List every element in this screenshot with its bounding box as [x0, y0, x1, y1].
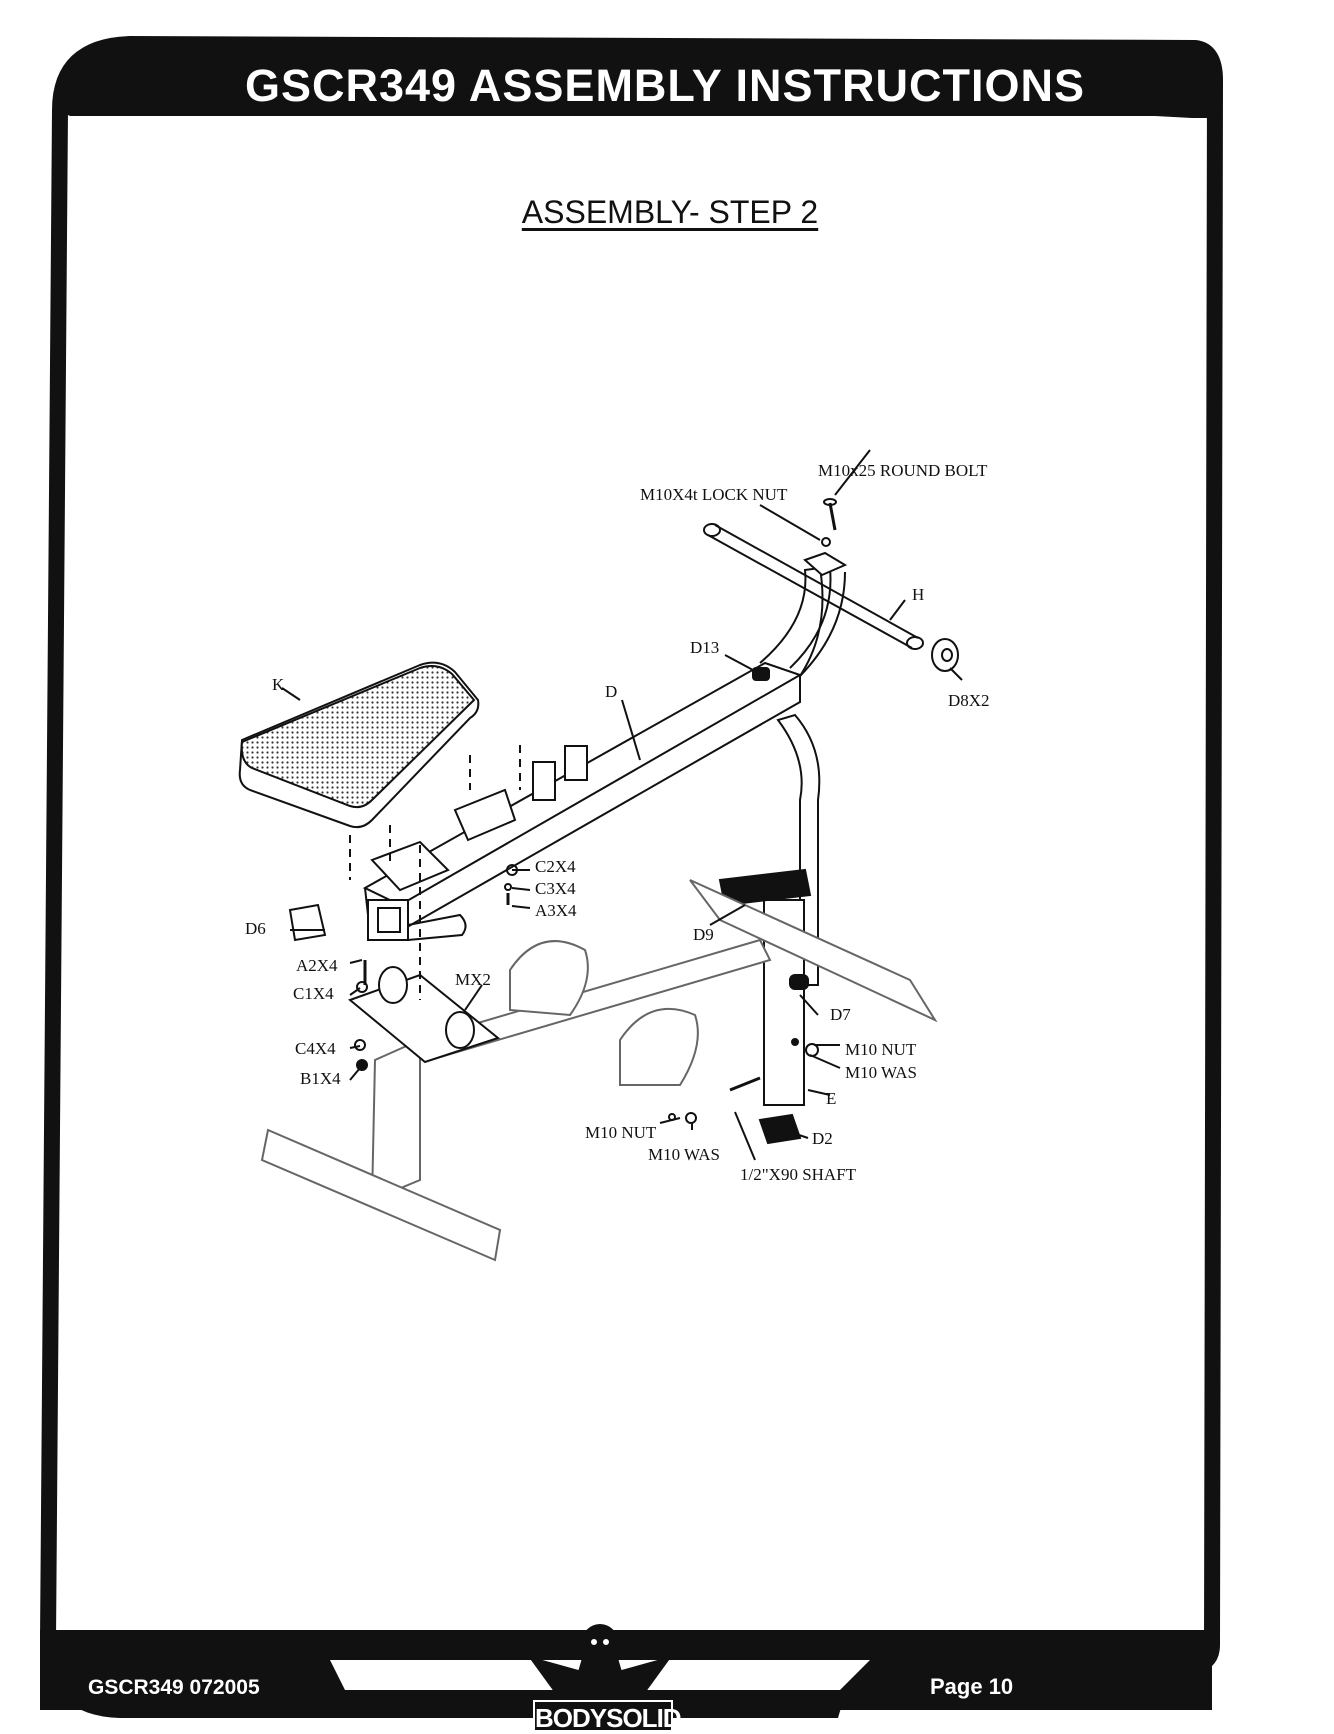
label-c2: C2X4: [535, 857, 576, 876]
label-shaft: 1/2"X90 SHAFT: [740, 1165, 857, 1184]
page-number: Page 10: [930, 1674, 1013, 1700]
label-c3: C3X4: [535, 879, 576, 898]
label-lock-nut: M10X4t LOCK NUT: [640, 485, 788, 504]
label-m10-was-right: M10 WAS: [845, 1063, 917, 1082]
label-a2: A2X4: [296, 956, 338, 975]
label-h: H: [912, 585, 924, 604]
document-code: GSCR349 072005: [88, 1676, 260, 1700]
label-d6: D6: [245, 919, 266, 938]
label-e: E: [826, 1089, 836, 1108]
label-m10-was-left: M10 WAS: [648, 1145, 720, 1164]
label-b1: B1X4: [300, 1069, 341, 1088]
label-d9: D9: [693, 925, 714, 944]
label-m10-nut-left: M10 NUT: [585, 1123, 657, 1142]
label-a3: A3X4: [535, 901, 577, 920]
label-c4: C4X4: [295, 1039, 336, 1058]
label-k: K: [272, 675, 285, 694]
label-d7: D7: [830, 1005, 851, 1024]
label-round-bolt: M10x25 ROUND BOLT: [818, 461, 988, 480]
label-d8: D8X2: [948, 691, 990, 710]
label-d: D: [605, 682, 617, 701]
bodysolid-logo: BODYSOLID: [533, 1700, 673, 1732]
label-m10-nut-right: M10 NUT: [845, 1040, 917, 1059]
label-d2: D2: [812, 1129, 833, 1148]
label-mx2: MX2: [455, 970, 491, 989]
label-d13: D13: [690, 638, 719, 657]
label-c1: C1X4: [293, 984, 334, 1003]
